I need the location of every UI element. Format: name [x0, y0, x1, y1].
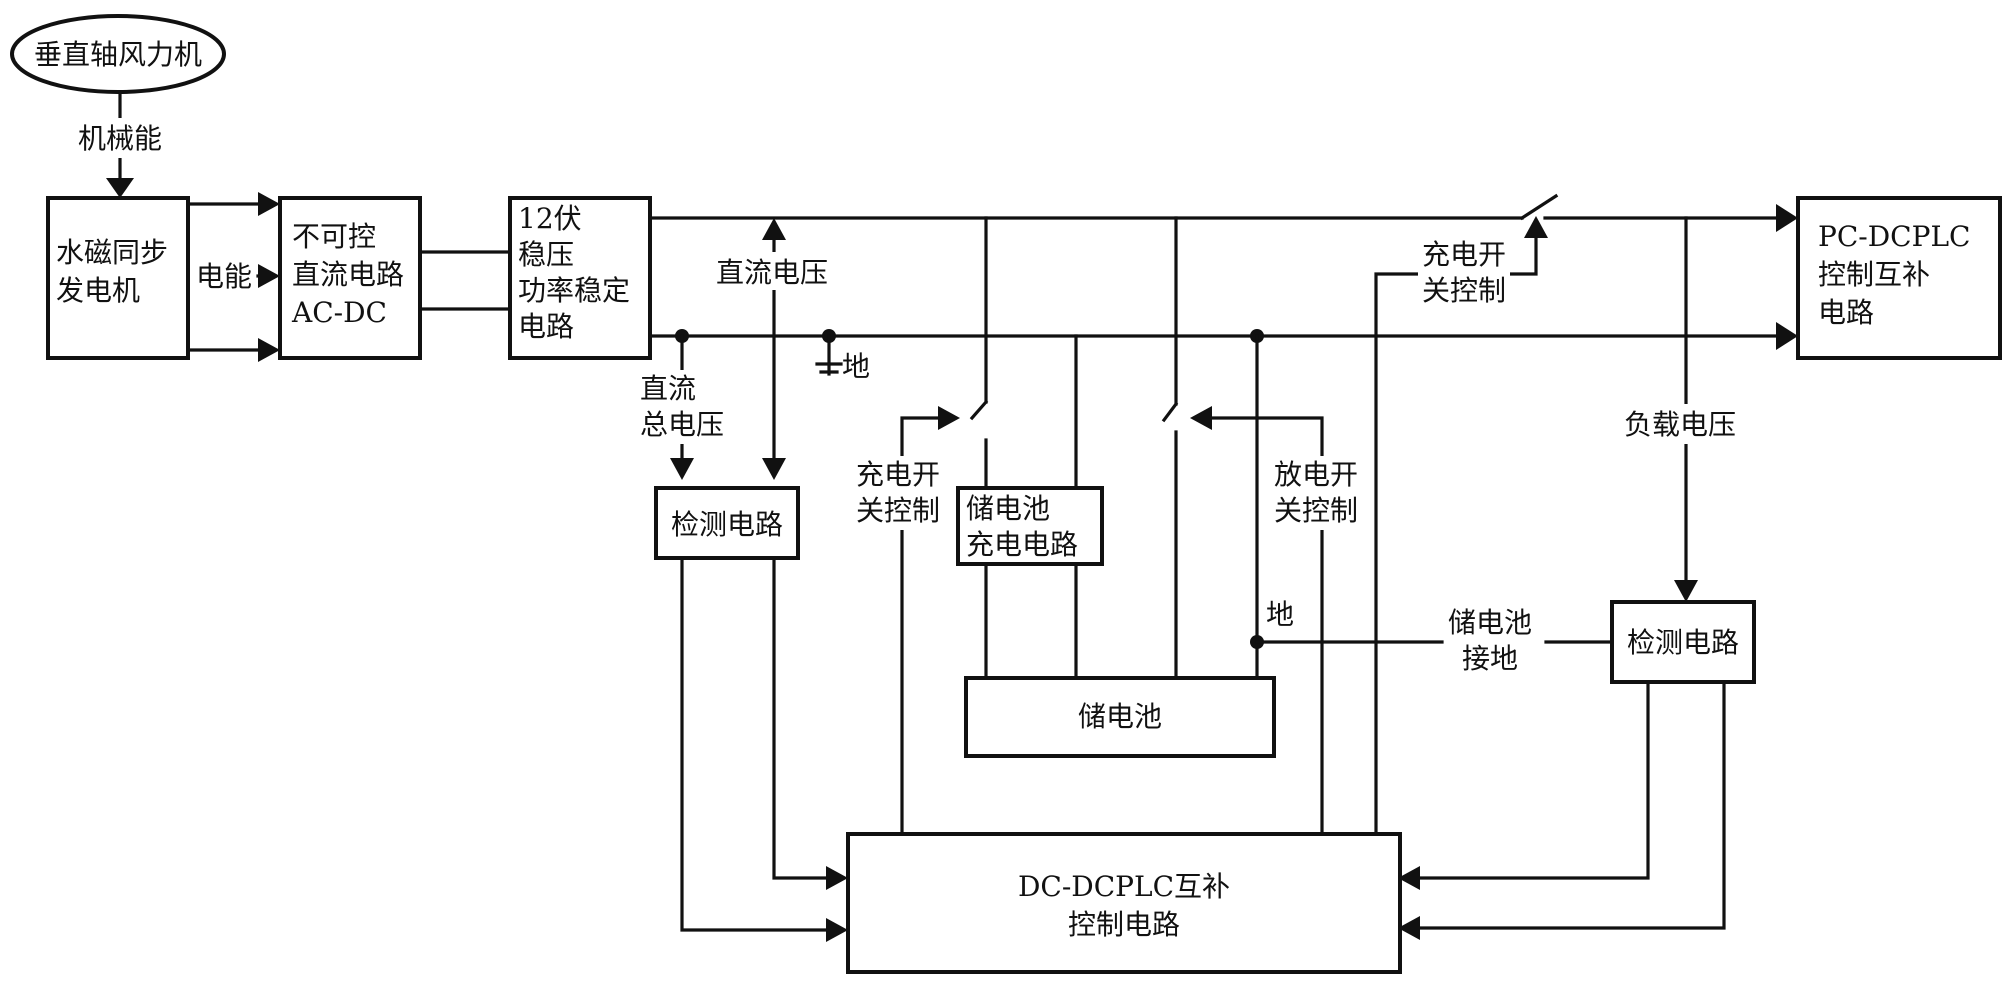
detect-right-label: 检测电路 [1627, 626, 1739, 659]
generator-line-1: 水磁同步 [56, 236, 168, 269]
charge-circuit-line-2: 充电电路 [966, 528, 1078, 561]
dc-dcplc-box [846, 832, 1402, 974]
connectors [106, 76, 1798, 942]
arrowhead [1398, 866, 1420, 890]
generator-node: 水磁同步 发电机 [46, 196, 190, 360]
arrowhead [826, 866, 848, 890]
turbine-label: 垂直轴风力机 [34, 38, 202, 71]
mechanical-energy-label: 机械能 [78, 122, 162, 155]
arrowhead [258, 264, 280, 288]
dc-voltage-label: 直流电压 [716, 256, 828, 289]
battery-node: 储电池 [964, 676, 1276, 758]
arrowhead [1776, 204, 1798, 232]
charge-switch-top-line-2: 关控制 [1422, 274, 1506, 307]
generator-box [46, 196, 190, 360]
battery-label: 储电池 [1078, 700, 1162, 733]
regulator-line-1: 12伏 [518, 202, 582, 235]
label-mask [1270, 456, 1364, 530]
dc-dcplc-node: DC-DCPLC互补 控制电路 [846, 832, 1402, 974]
main-switch-blade [1519, 193, 1559, 221]
charge-switch-left-line-1: 充电开 [856, 458, 940, 491]
label-mask [1418, 236, 1510, 310]
battery-ground-line-1: 储电池 [1448, 606, 1532, 639]
detect-right-out-2 [1414, 682, 1726, 930]
rectifier-line-2: 直流电路 [292, 258, 404, 291]
pc-dcplc-box [1796, 196, 2002, 360]
detect-left-box [654, 486, 800, 560]
arrowhead [1776, 322, 1798, 350]
discharge-switch-line-2: 关控制 [1274, 494, 1358, 527]
charge-circuit-box [956, 486, 1104, 566]
dc-bus-voltage-line-1: 直流 [640, 372, 696, 405]
pc-dcplc-node: PC-DCPLC 控制互补 电路 [1796, 196, 2002, 360]
pc-dcplc-line-2: 控制互补 [1818, 258, 1930, 291]
arrowhead [762, 458, 786, 480]
arrowhead [1674, 580, 1698, 602]
label-mask [1444, 604, 1544, 680]
arrowhead [762, 218, 786, 240]
detect-right-node: 检测电路 [1610, 600, 1756, 684]
label-mask [852, 456, 944, 530]
arrowhead [826, 918, 848, 942]
turbine-node: 垂直轴风力机 [10, 14, 226, 94]
arrowhead [1190, 406, 1212, 430]
dc-bus-voltage-line-2: 总电压 [640, 408, 724, 441]
turbine-ellipse [10, 14, 226, 94]
detect-left-out-1 [680, 558, 832, 932]
battery-ground-line-2: 接地 [1462, 642, 1518, 675]
detect-left-label: 检测电路 [671, 508, 783, 541]
regulator-line-2: 稳压 [518, 238, 574, 271]
charge-switch-left-line-2: 关控制 [856, 494, 940, 527]
arrowhead [258, 192, 280, 216]
arrowhead [1398, 916, 1420, 940]
regulator-line-4: 电路 [518, 310, 574, 343]
load-voltage-label: 负载电压 [1624, 408, 1736, 441]
label-mask [72, 118, 168, 158]
labels: 机械能 电能 直流电压 地 直流 总电压 充电开 关控制 充电开 关控制 放电开… [72, 118, 1752, 680]
pc-dcplc-line-3: 电路 [1818, 296, 1874, 329]
arrowhead [1524, 216, 1548, 238]
pc-dcplc-line-1: PC-DCPLC [1818, 220, 1970, 253]
ground-mid-label: 地 [1266, 598, 1294, 631]
generator-line-2: 发电机 [56, 274, 140, 307]
detect-left-node: 检测电路 [654, 486, 800, 560]
label-mask [192, 258, 256, 294]
regulator-box [508, 196, 652, 360]
label-mask [712, 252, 842, 290]
rectifier-node: 不可控 直流电路 AC-DC [278, 196, 422, 360]
arrowhead [670, 458, 694, 480]
charge-circuit-node: 储电池 充电电路 [956, 486, 1104, 566]
regulator-line-3: 功率稳定 [518, 274, 630, 307]
discharge-switch-line-1: 放电开 [1274, 458, 1358, 491]
rectifier-line-3: AC-DC [291, 296, 387, 329]
battery-box [964, 676, 1276, 758]
charge-switch-blade [969, 399, 989, 421]
detect-left-out-2 [772, 558, 832, 880]
rectifier-line-1: 不可控 [292, 220, 376, 253]
label-mask [1620, 404, 1752, 444]
rectifier-box [278, 196, 422, 360]
electrical-energy-label: 电能 [196, 260, 252, 293]
arrowhead [258, 338, 280, 362]
top-charge-switch-control [1374, 234, 1538, 836]
dc-dcplc-line-2: 控制电路 [1068, 908, 1180, 941]
discharge-switch-control [1208, 416, 1324, 836]
detect-right-box [1610, 600, 1756, 684]
arrowhead [106, 178, 134, 198]
detect-right-out-1 [1414, 682, 1650, 880]
discharge-switch-blade [1161, 401, 1179, 423]
charge-switch-control [900, 416, 942, 836]
regulator-node: 12伏 稳压 功率稳定 电路 [508, 196, 652, 360]
dc-dcplc-line-1: DC-DCPLC互补 [1018, 870, 1230, 903]
ground-top-label: 地 [842, 350, 870, 383]
charge-switch-top-line-1: 充电开 [1422, 238, 1506, 271]
charge-circuit-line-1: 储电池 [966, 492, 1050, 525]
arrowhead [938, 406, 960, 430]
label-mask [636, 370, 718, 444]
